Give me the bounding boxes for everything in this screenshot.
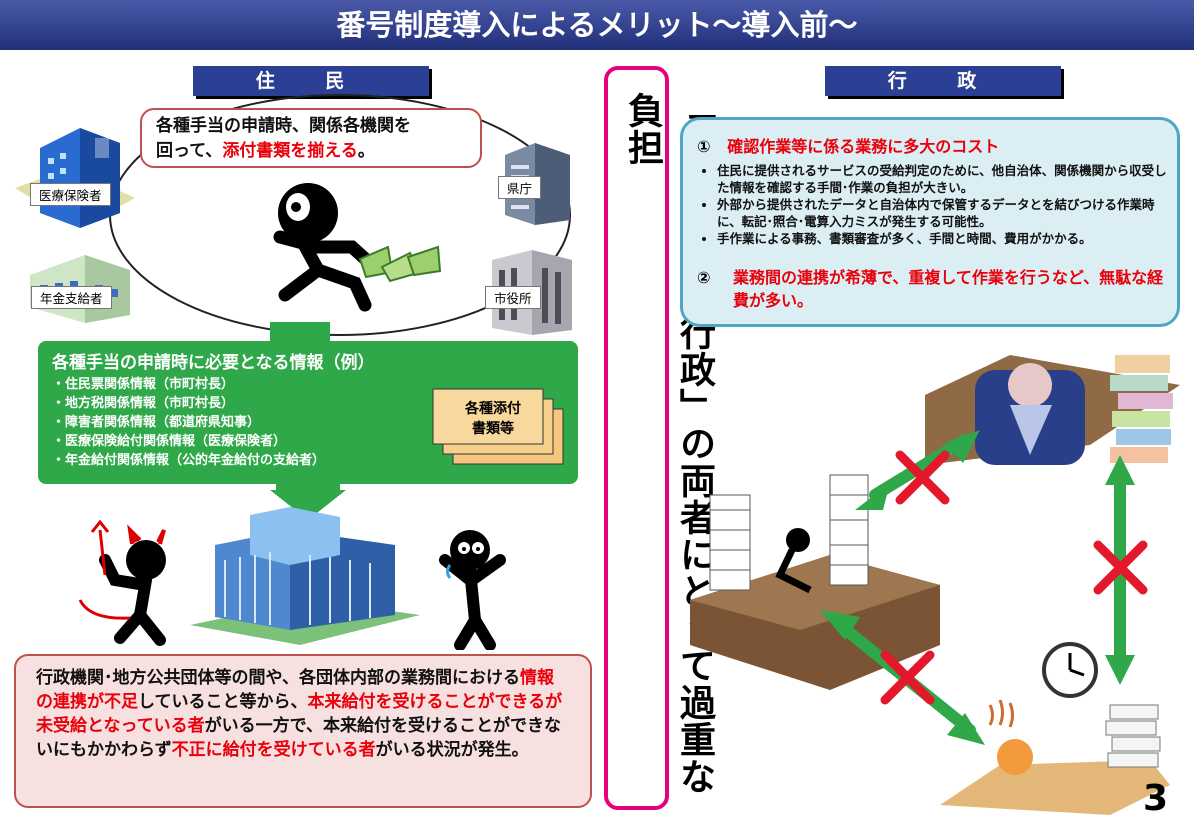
info-box: 各種手当の申請時に必要となる情報（例） ・住民票関係情報（市町村長） ・地方税関… xyxy=(38,341,578,484)
admin-bullet: 外部から提供されたデータと自治体内で保管するデータとを結びつける作業時に、転記･… xyxy=(717,196,1172,230)
info-item: ・住民票関係情報（市町村長） xyxy=(52,377,235,392)
hospital-building-icon xyxy=(15,128,135,228)
org-pension-label: 年金支給者 xyxy=(31,286,112,309)
info-item: ・障害者関係情報（都道府県知事） xyxy=(52,415,261,430)
bottom-note: 行政機関･地方公共団体等の間や、各団体内部の業務間における情報の連携が不足してい… xyxy=(14,654,592,808)
page-title: 番号制度導入によるメリット〜導入前〜 xyxy=(0,0,1194,50)
top-note: 各種手当の申請時、関係各機関を 回って、添付書類を揃える。 xyxy=(140,108,482,168)
admin-header: 行 政 xyxy=(825,66,1061,96)
center-banner: 「住民」と「行政」の両者にとって過重な負担 xyxy=(604,66,715,810)
top-note-line2: 回って、添付書類を揃える。 xyxy=(156,141,375,161)
cross-marks-icon xyxy=(880,450,1148,705)
government-building-icon xyxy=(190,507,420,645)
running-resident-icon xyxy=(273,183,442,312)
docs-label: 各種添付 書類等 xyxy=(465,401,521,437)
info-item: ・医療保険給付関係情報（医療保険者） xyxy=(52,434,287,449)
info-box-list: ・住民票関係情報（市町村長） ・地方税関係情報（市町村長） ・障害者関係情報（都… xyxy=(52,375,325,470)
admin-item1: ① 確認作業等に係る業務に多大のコスト xyxy=(697,137,1000,156)
down-arrow-2 xyxy=(270,484,346,520)
document-stack-icon xyxy=(432,388,564,465)
info-box-title: 各種手当の申請時に必要となる情報（例） xyxy=(52,353,375,373)
info-item: ・地方税関係情報（市町村長） xyxy=(52,396,235,411)
office-building-icon xyxy=(30,255,130,323)
admin-item2: ② 業務間の連携が希薄で、重複して作業を行うなど、無駄な経費が多い。 xyxy=(697,268,1164,310)
resident-header: 住 民 xyxy=(193,66,429,96)
page-number: 3 xyxy=(1143,778,1169,819)
admin-box: ① 確認作業等に係る業務に多大のコスト 住民に提供されるサービスの受給判定のため… xyxy=(680,117,1180,327)
office-workload-illustration xyxy=(690,355,1180,815)
org-medical-label: 医療保険者 xyxy=(30,183,111,206)
paper-stack-top-right xyxy=(1110,355,1173,463)
devil-figure-icon xyxy=(78,520,166,646)
org-prefecture-label: 県庁 xyxy=(498,176,542,199)
admin-bullets: 住民に提供されるサービスの受給判定のために、他自治体、関係機関から収受した情報を… xyxy=(703,162,1172,247)
admin-bullet: 手作業による事務、書類審査が多く、手間と時間、費用がかかる。 xyxy=(717,230,1172,247)
org-city-hall-label: 市役所 xyxy=(485,286,541,309)
top-note-line1: 各種手当の申請時、関係各機関を xyxy=(156,116,411,136)
worried-resident-icon xyxy=(439,530,506,650)
info-item: ・年金給付関係情報（公的年金給付の支給者） xyxy=(52,453,326,468)
admin-bullet: 住民に提供されるサービスの受給判定のために、他自治体、関係機関から収受した情報を… xyxy=(717,162,1172,196)
